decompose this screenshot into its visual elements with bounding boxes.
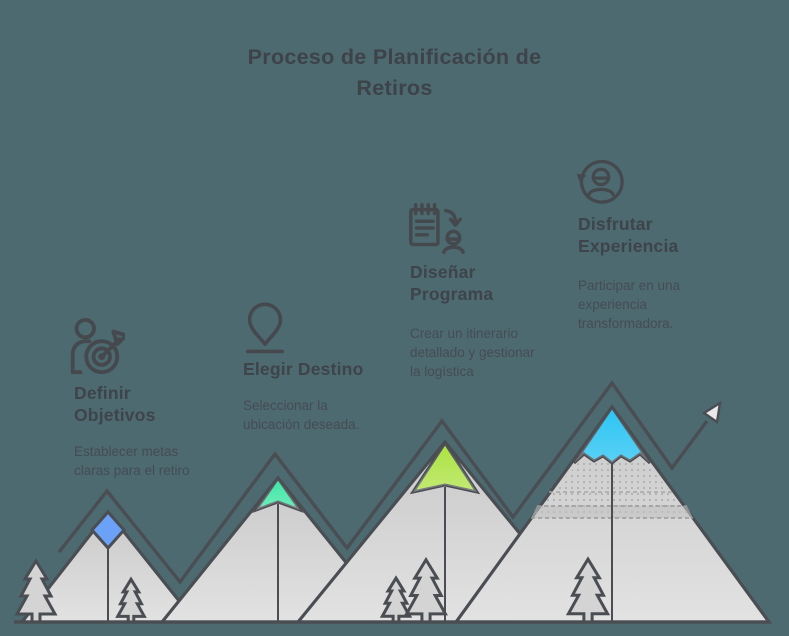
person-target-icon xyxy=(63,316,128,383)
step-description: Participar en una experiencia transforma… xyxy=(578,278,681,332)
page-title: Proceso de Planificación de Retiros xyxy=(247,45,542,101)
step-description: Establecer metas claras para el retiro xyxy=(74,444,190,479)
step-description: Seleccionar la ubicación deseada. xyxy=(243,398,360,433)
location-pin-icon xyxy=(236,298,294,361)
cycle-person-icon xyxy=(575,155,627,212)
mountain-4 xyxy=(452,404,773,624)
itinerary-notepad-person-icon xyxy=(405,198,467,265)
step-heading: Elegir Destino xyxy=(243,359,364,379)
arrowhead xyxy=(701,400,722,425)
chevron-zigzag xyxy=(57,380,722,585)
step-description: Crear un itinerario detallado y gestiona… xyxy=(410,326,535,380)
peak-1 xyxy=(89,509,127,551)
tree xyxy=(17,561,55,622)
step-heading: Diseñar Programa xyxy=(410,262,494,304)
step-heading: Disfrutar Experiencia xyxy=(578,214,679,256)
step-heading: Definir Objetivos xyxy=(74,383,156,425)
